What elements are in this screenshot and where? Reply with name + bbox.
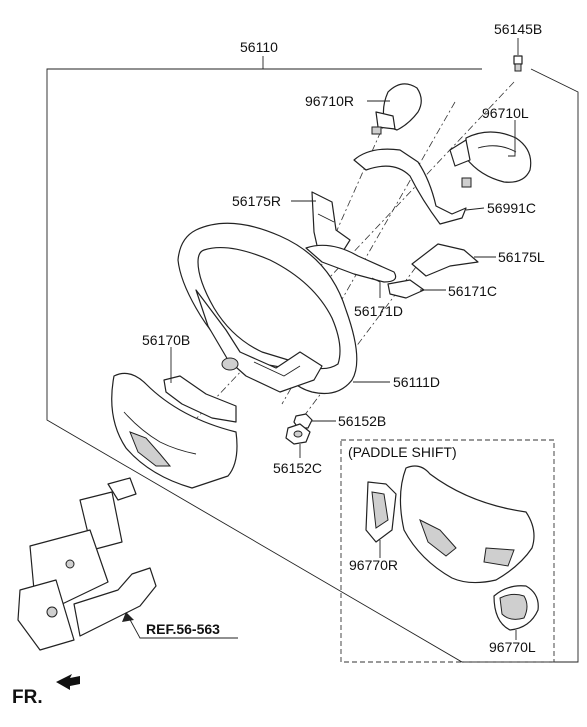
label-56171D: 56171D	[354, 303, 403, 319]
label-96710R: 96710R	[305, 93, 354, 109]
bracket-56175L	[411, 243, 479, 277]
paddle-shift-title: (PADDLE SHIFT)	[348, 444, 457, 460]
label-96710L: 96710L	[482, 105, 529, 121]
steering-column	[17, 477, 157, 651]
cover-96710L	[449, 131, 532, 188]
label-56175R: 56175R	[232, 193, 281, 209]
label-56171C: 56171C	[448, 283, 497, 299]
label-56170B: 56170B	[142, 332, 190, 348]
leader-56991C	[465, 207, 485, 211]
label-56145B: 56145B	[494, 21, 542, 37]
label-56175L: 56175L	[498, 249, 545, 265]
fr-label: FR.	[12, 687, 43, 708]
assembly-boundary	[46, 68, 579, 663]
label-56111D: 56111D	[393, 374, 440, 390]
leader-56171D	[371, 277, 381, 298]
paddle-shift-box	[340, 439, 555, 663]
bracket-56175R	[311, 191, 351, 257]
label-96770L: 96770L	[489, 639, 536, 655]
cover-96710R	[371, 83, 422, 135]
label-56110: 56110	[240, 39, 278, 55]
axis-line-c	[286, 103, 394, 344]
ref-label: REF.56-563	[146, 621, 220, 637]
bracket-56170B	[163, 375, 237, 423]
clip-56171C	[387, 279, 425, 299]
ref-arrowhead	[122, 612, 134, 622]
label-96770R: 96770R	[349, 557, 398, 573]
label-56152B: 56152B	[338, 413, 386, 429]
steering-wheel-56111D	[177, 222, 358, 395]
harness-56991C	[353, 148, 467, 225]
paddle-96770R	[365, 481, 397, 543]
paddle-cover	[399, 465, 535, 584]
label-56152C: 56152C	[273, 460, 322, 476]
bolt-56145B	[513, 55, 523, 72]
nut-56152C	[285, 423, 311, 445]
paddle-96770L	[493, 585, 539, 631]
axis-line-a	[194, 81, 515, 421]
fr-arrow-icon	[56, 674, 80, 690]
lower-cover	[111, 372, 238, 489]
leader-ref	[127, 615, 238, 639]
paddle-56171D	[305, 244, 397, 283]
label-56991C: 56991C	[487, 200, 536, 216]
leader-96710L	[508, 120, 516, 157]
